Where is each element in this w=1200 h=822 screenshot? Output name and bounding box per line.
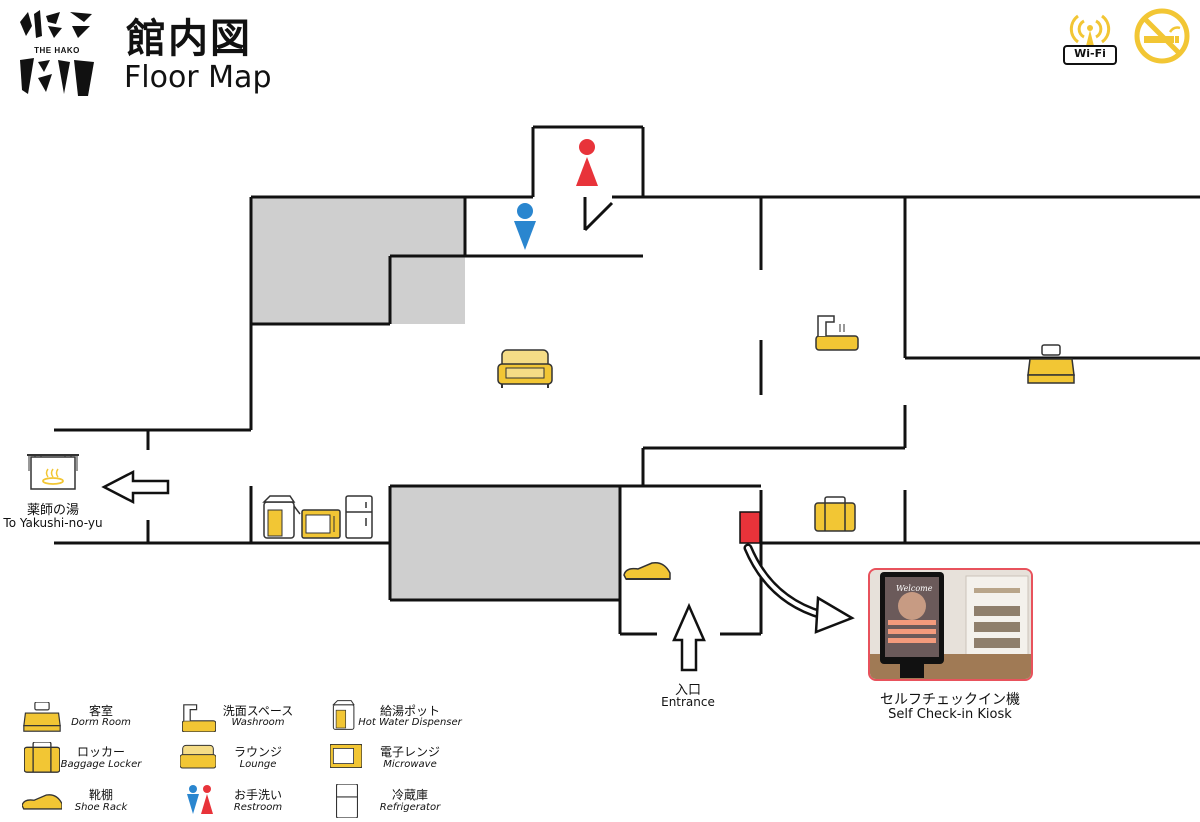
kiosk-illustration [870, 570, 1031, 679]
page-title-en: Floor Map [124, 60, 272, 95]
legend-washroom-en: Washroom [231, 717, 285, 728]
kiosk-marker [739, 511, 761, 544]
entrance-label-en: Entrance [661, 695, 715, 709]
legend-washroom-jp: 洗面スペース [222, 704, 294, 718]
legend-locker-jp: ロッカー [76, 745, 125, 759]
hot-water-pot-icon [262, 495, 301, 539]
onsen-icon [27, 454, 79, 490]
restroom-male-icon [514, 203, 536, 250]
microwave-icon [301, 509, 341, 539]
legend-fridge-en: Refrigerator [379, 802, 441, 813]
legend-microwave-en: Microwave [383, 759, 437, 770]
legend-microwave-jp: 電子レンジ [379, 745, 440, 759]
legend-shoe-jp: 靴棚 [88, 788, 113, 802]
legend-dorm-jp: 客室 [88, 704, 113, 718]
entrance-label-jp: 入口 [674, 683, 701, 698]
legend-lounge-en: Lounge [239, 759, 277, 770]
legend: 客室 Dorm Room ロッカー Baggage Locker 靴棚 Shoe… [0, 696, 500, 822]
kiosk-screen-text: Welcome [896, 584, 933, 593]
kiosk-label-jp: セルフチェックイン機 [880, 692, 1020, 708]
block-bottom [390, 486, 620, 600]
legend-restroom-en: Restroom [233, 802, 283, 813]
luggage-icon [814, 496, 856, 532]
kiosk-label-en: Self Check-in Kiosk [888, 707, 1012, 722]
the-hako-logo [20, 10, 94, 96]
legend-lounge-jp: ラウンジ [233, 745, 282, 759]
yakushi-arrow-icon [101, 469, 170, 505]
yakushi-label-en: To Yakushi-no-yu [3, 516, 103, 530]
kiosk-photo: Welcome [868, 568, 1033, 681]
legend-microwave-icon [330, 744, 362, 768]
bed-icon [1027, 344, 1075, 384]
legend-luggage-icon [24, 742, 60, 773]
fridge-icon [345, 495, 373, 539]
legend-fridge-jp: 冷蔵庫 [391, 788, 428, 802]
restroom-female-icon [576, 139, 598, 186]
legend-dorm-en: Dorm Room [71, 717, 131, 728]
legend-washbasin-icon [182, 704, 216, 732]
legend-shoe-en: Shoe Rack [74, 802, 128, 813]
legend-hot-water-pot-icon [332, 700, 355, 730]
wifi-label: Wi-Fi [1074, 47, 1106, 60]
legend-restroom-jp: お手洗い [233, 788, 282, 802]
yakushi-label-jp: 薬師の湯 [26, 503, 79, 518]
legend-bed-icon [23, 702, 61, 732]
no-smoking-icon [1134, 8, 1190, 64]
legend-restroom-icon [187, 785, 213, 814]
page-title-jp: 館内図 [126, 16, 252, 62]
sofa-icon [497, 349, 553, 388]
legend-fridge-icon [336, 784, 358, 818]
legend-pot-en: Hot Water Dispenser [358, 717, 462, 728]
entrance-arrow-icon [672, 602, 706, 672]
logo-text: THE HAKO [34, 46, 80, 55]
washbasin-icon [815, 315, 859, 351]
shoe-icon [623, 561, 671, 580]
legend-shoe-icon [22, 794, 62, 810]
wifi-icon [1063, 14, 1117, 65]
legend-sofa-icon [180, 744, 216, 769]
legend-locker-en: Baggage Locker [60, 759, 142, 770]
legend-pot-jp: 給湯ポット [379, 704, 440, 718]
block-top-left [252, 198, 465, 324]
kiosk-arrow-icon [743, 543, 827, 620]
